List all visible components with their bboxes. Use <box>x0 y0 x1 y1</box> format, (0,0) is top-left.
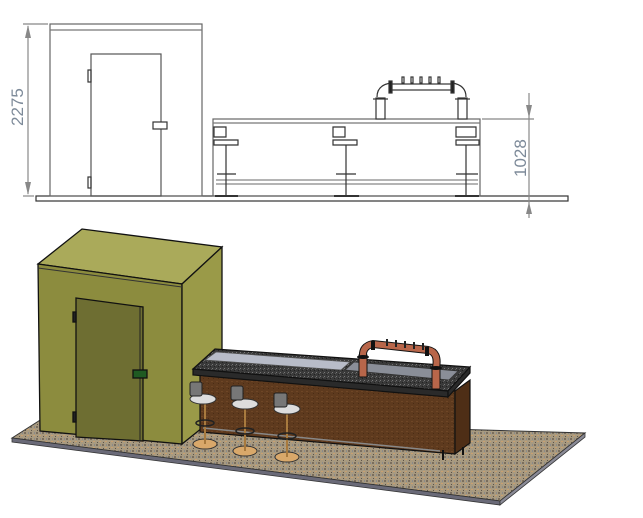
stool-elevation <box>332 126 359 197</box>
hinge-icon <box>87 69 92 83</box>
hinge-icon <box>87 176 92 189</box>
elevation-floor-line <box>35 195 569 202</box>
drip-tray <box>344 361 459 381</box>
stool-isometric <box>230 385 259 457</box>
cold-room-door <box>75 297 144 442</box>
stool-isometric <box>273 392 301 463</box>
dimension-label-2275: 2275 <box>8 88 27 126</box>
cold-room-isometric <box>36 228 224 446</box>
isometric-view <box>10 228 587 506</box>
dimension-1028 <box>482 93 534 218</box>
stool-elevation <box>213 126 239 197</box>
dimension-label-1028: 1028 <box>511 139 530 177</box>
foot-rail <box>202 427 441 452</box>
door-handle-icon <box>132 369 148 379</box>
stool-isometric <box>189 381 218 450</box>
door-elevation <box>90 53 162 197</box>
elevation-view: 2275 <box>8 23 569 218</box>
hinge-icon <box>72 311 77 323</box>
bar-counter-isometric <box>191 348 472 460</box>
beer-tap-tower-isometric <box>357 339 442 390</box>
steel-tray <box>203 351 351 371</box>
hinge-icon <box>72 411 77 423</box>
bar-counter-elevation <box>212 118 481 197</box>
tap-handles <box>401 76 441 84</box>
cold-room-elevation <box>49 23 203 197</box>
door-handle-icon <box>152 121 168 130</box>
beer-tap-tower-elevation <box>373 76 470 120</box>
stool-elevation <box>455 126 480 197</box>
counter-side-panel <box>454 378 471 456</box>
dimension-2275 <box>23 23 48 197</box>
tap-handles <box>386 339 424 350</box>
